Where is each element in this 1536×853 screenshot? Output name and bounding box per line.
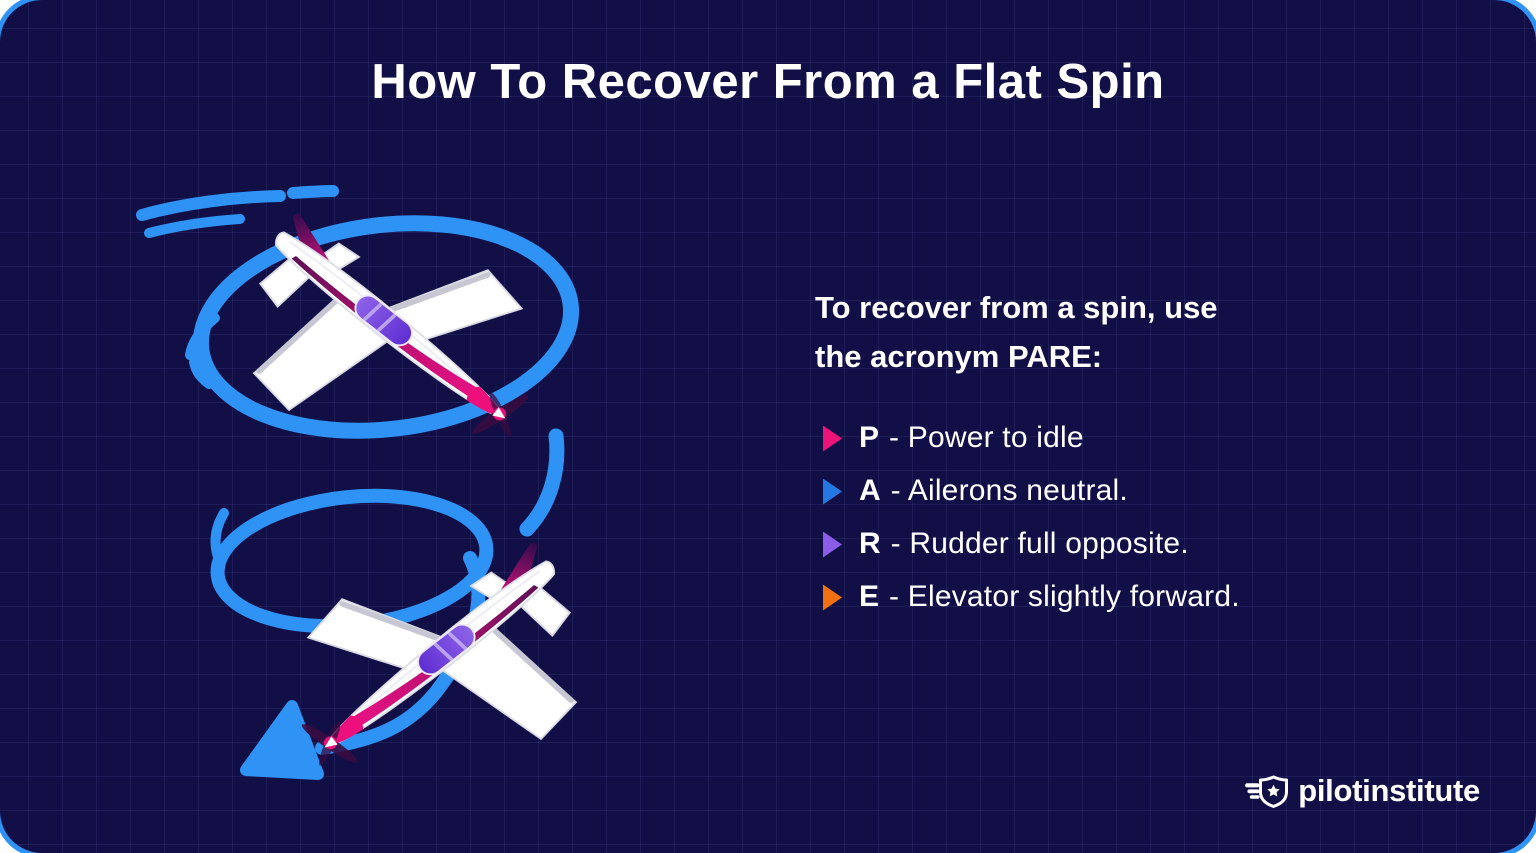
flat-spin-illustration bbox=[136, 150, 690, 840]
pare-item-elevator: E - Elevator slightly forward. bbox=[823, 570, 1240, 623]
pare-letter: A bbox=[859, 473, 881, 507]
pare-item-rudder: R - Rudder full opposite. bbox=[823, 517, 1240, 570]
airplane-bottom bbox=[246, 484, 632, 840]
brand-name: pilotinstitute bbox=[1298, 773, 1480, 808]
pare-list: P - Power to idle A - Ailerons neutral. … bbox=[823, 411, 1240, 623]
intro-line-2: the acronym PARE: bbox=[815, 339, 1103, 374]
pare-description: - Elevator slightly forward. bbox=[889, 579, 1240, 613]
pare-item-power: P - Power to idle bbox=[823, 411, 1240, 464]
airplane-top bbox=[198, 155, 584, 528]
page-title: How To Recover From a Flat Spin bbox=[371, 55, 1165, 109]
pare-description: - Power to idle bbox=[889, 420, 1084, 454]
pare-description: - Ailerons neutral. bbox=[890, 473, 1128, 507]
triangle-bullet-icon bbox=[823, 425, 842, 452]
winged-shield-star-icon bbox=[1245, 775, 1289, 808]
pare-letter: R bbox=[859, 526, 881, 560]
pare-letter: E bbox=[859, 579, 880, 613]
pilot-institute-logo: pilotinstitute bbox=[1245, 773, 1480, 809]
triangle-bullet-icon bbox=[823, 531, 842, 558]
triangle-bullet-icon bbox=[823, 478, 842, 505]
pare-description: - Rudder full opposite. bbox=[890, 526, 1189, 560]
triangle-bullet-icon bbox=[823, 584, 842, 611]
direction-arrow-icon bbox=[240, 700, 324, 780]
intro-text: To recover from a spin, use the acronym … bbox=[815, 283, 1218, 381]
pare-item-ailerons: A - Ailerons neutral. bbox=[823, 464, 1240, 517]
pare-letter: P bbox=[859, 420, 880, 454]
intro-line-1: To recover from a spin, use bbox=[815, 290, 1218, 325]
speed-lines bbox=[136, 185, 339, 238]
